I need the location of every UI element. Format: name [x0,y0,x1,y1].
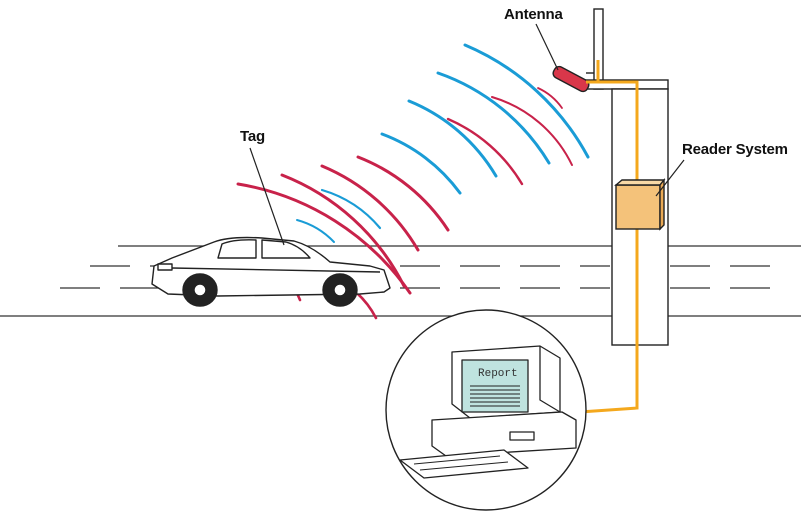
wave-blue-5 [320,188,382,230]
reader-leader [655,159,685,197]
antenna-leader [535,23,559,71]
car-window-rear [261,239,311,259]
screen-text-lines [470,385,520,407]
wave-red-5 [280,173,406,288]
reader-box [614,178,666,231]
antenna-body [552,65,590,93]
keyboard [399,449,529,479]
wave-red-4 [320,164,420,252]
leader-lines [249,23,685,246]
wave-red-6 [236,182,412,295]
wave-red-3 [356,155,450,232]
wave-blue-1 [463,43,590,159]
computer-inset [385,309,587,511]
car-window-front [217,239,257,259]
reader-system-label: Reader System [682,141,788,158]
wave-blue-2 [436,71,551,165]
car [151,236,391,307]
antenna [552,65,594,93]
cpu-case [431,411,577,457]
wave-blue-4 [380,132,462,195]
wave-blue-3 [407,99,498,178]
wave-blue-6 [296,219,335,243]
tag-leader [249,147,285,246]
gantry [585,8,669,346]
wave-red-2 [446,117,524,186]
cable [579,60,639,414]
tag-label: Tag [240,128,265,145]
wave-red-1 [491,96,573,166]
antenna-label: Antenna [504,6,563,23]
wave-red-small [537,87,563,109]
screen-label: Report [478,368,518,380]
